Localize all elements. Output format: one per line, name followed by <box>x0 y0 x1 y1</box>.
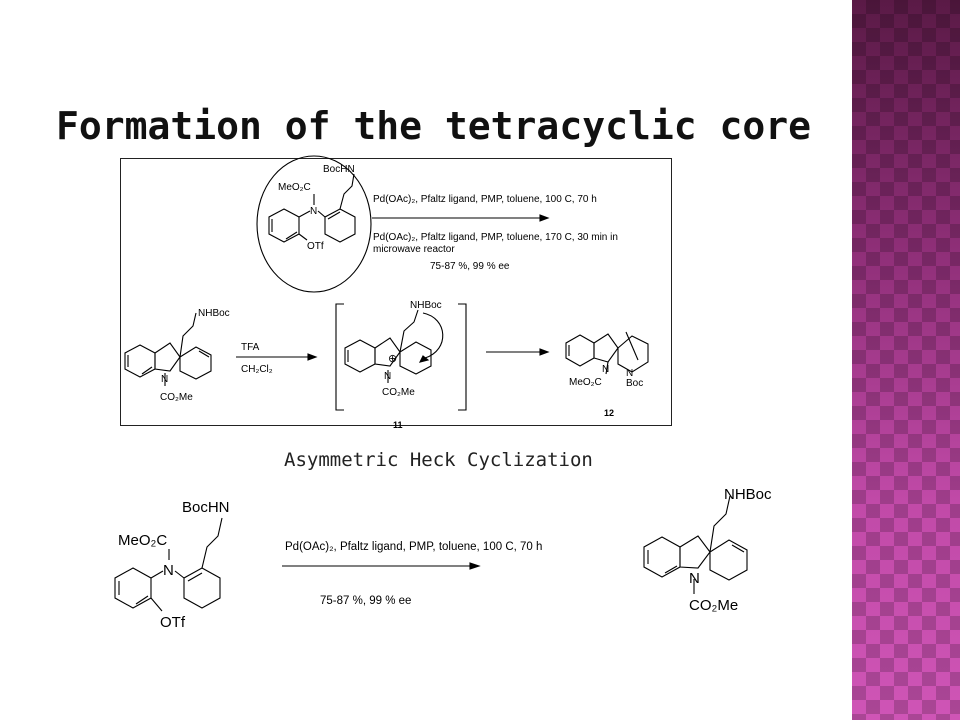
fig1-yield: 75-87 %, 99 % ee <box>430 261 510 272</box>
fig1-reagent-tfa: TFA <box>241 342 260 353</box>
slide-title: Formation of the tetracyclic core <box>56 104 811 148</box>
fig2-label-otf: OTf <box>160 614 186 631</box>
decorative-diamond-strip <box>852 0 960 720</box>
figure2-product-structure <box>643 495 748 594</box>
fig2-product-n: N <box>689 570 700 587</box>
fig1-label-otf: OTf <box>307 241 324 252</box>
fig1-product-meo2c: MeO₂C <box>569 377 602 388</box>
figure1-carbazole-structure <box>124 312 212 386</box>
scheme-subtitle: Asymmetric Heck Cyclization <box>284 449 593 471</box>
figure1-product-structure <box>565 331 649 375</box>
fig1-intermediate-co2me: CO₂Me <box>382 387 415 398</box>
fig2-label-bochn: BocHN <box>182 499 230 516</box>
fig2-label-n: N <box>163 562 174 579</box>
scheme-frame <box>120 158 672 426</box>
fig1-label-n: N <box>310 206 317 217</box>
fig1-product-boc: Boc <box>626 378 643 389</box>
fig1-product-n2: N <box>626 368 633 379</box>
fig1-carbazole-n: N <box>161 374 168 385</box>
fig1-label-bochn: BocHN <box>323 164 355 175</box>
fig1-carbazole-nhboc: NHBoc <box>198 308 230 319</box>
fig1-intermediate-nhboc: NHBoc <box>410 300 442 311</box>
figure1-intermediate-structure <box>335 303 467 411</box>
fig1-intermediate-number: 11 <box>393 420 403 430</box>
fig1-product-n1: N <box>602 364 609 375</box>
fig1-carbazole-co2me: CO₂Me <box>160 392 193 403</box>
fig1-product-number: 12 <box>604 408 614 418</box>
fig1-condition-b-line1: Pd(OAc)₂, Pfaltz ligand, PMP, toluene, 1… <box>373 232 618 243</box>
fig2-yield: 75-87 %, 99 % ee <box>320 595 411 607</box>
fig1-intermediate-charge: ⊕ <box>388 353 397 365</box>
fig2-label-meo2c: MeO₂C <box>118 532 167 549</box>
fig1-condition-b-line2: microwave reactor <box>373 244 455 255</box>
figure1-top-reactant-structure <box>256 155 372 293</box>
fig2-condition: Pd(OAc)₂, Pfaltz ligand, PMP, toluene, 1… <box>285 541 542 553</box>
figure2-reactant-structure <box>114 517 223 612</box>
fig1-condition-a: Pd(OAc)₂, Pfaltz ligand, PMP, toluene, 1… <box>373 194 597 205</box>
fig2-product-co2me: CO₂Me <box>689 597 738 614</box>
fig1-intermediate-n: N <box>384 371 391 382</box>
fig1-label-meo2c: MeO₂C <box>278 182 311 193</box>
fig2-product-nhboc: NHBoc <box>724 486 772 503</box>
fig1-reagent-ch2cl2: CH₂Cl₂ <box>241 364 273 375</box>
